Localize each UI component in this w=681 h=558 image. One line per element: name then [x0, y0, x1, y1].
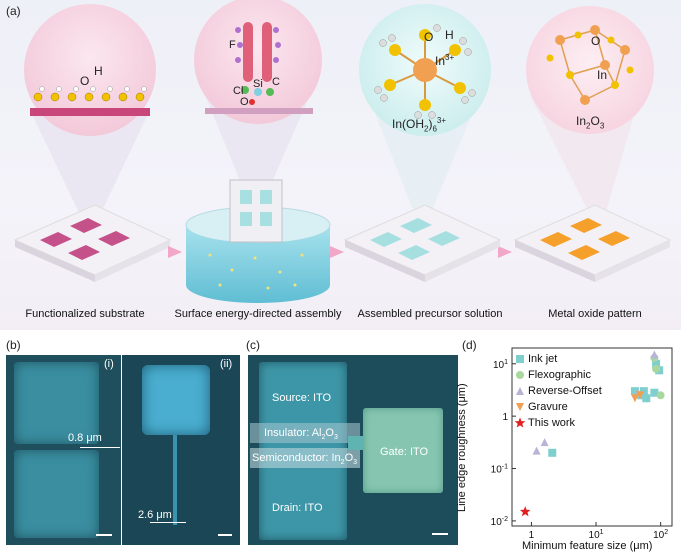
gate-connector — [348, 436, 364, 450]
point-reverse-offset — [532, 446, 541, 455]
schematic-drawing — [13, 0, 672, 303]
pad-bottom — [14, 450, 99, 538]
indium-atom — [413, 58, 437, 82]
bubble2-f: F — [229, 39, 236, 51]
substrate-1 — [13, 204, 172, 276]
point-reverse-offset — [540, 438, 549, 447]
point-ink-jet — [630, 387, 639, 396]
x-axis-label: Minimum feature size (μm) — [522, 540, 653, 552]
bubble1-o: O — [80, 74, 90, 88]
gate-electrode — [363, 408, 443, 493]
cone-2 — [205, 95, 310, 205]
insulator-label: Insulator: Al2O3 — [264, 427, 338, 442]
bubble-2 — [194, 0, 322, 124]
caption-precursor: Assembled precursor solution — [357, 308, 503, 320]
panel-label-a: (a) — [6, 4, 21, 18]
bubble3-o: O — [424, 30, 434, 44]
semiconductor-label: Semiconductor: In2O3 — [252, 452, 358, 467]
legend-flexographic: Flexographic — [528, 369, 591, 381]
substrate-layer-1 — [30, 108, 150, 116]
point-ink-jet — [639, 387, 648, 396]
bubble3-formula: In(OH2)63+ — [392, 116, 447, 134]
beaker-body — [186, 225, 330, 303]
legend-gravure: Gravure — [528, 401, 568, 413]
line-width-label: 2.6 μm — [138, 509, 172, 521]
y-tick-label: 1 — [502, 412, 508, 423]
point-this-work — [519, 506, 531, 517]
line-width-marker — [150, 522, 186, 523]
plot-frame — [511, 347, 673, 527]
bubble2-o: O — [240, 96, 249, 108]
y-axis-label: Line edge roughness (μm) — [456, 383, 468, 512]
panel-label-c: (c) — [246, 338, 260, 352]
point-ink-jet — [650, 388, 659, 397]
bubble2-cl: Cl — [233, 85, 244, 97]
point-gravure — [636, 391, 645, 400]
bubble3-h: H — [445, 28, 454, 42]
bubble3-in: In3+ — [435, 53, 455, 68]
semiconductor-strip — [250, 448, 360, 468]
source-label: Source: ITO — [272, 392, 332, 404]
y-tick-label: 10-1 — [491, 464, 508, 476]
thin-line — [173, 435, 177, 525]
bubble4-o: O — [591, 34, 601, 48]
caption-assembly: Surface energy-directed assembly — [174, 308, 342, 320]
substrate-4 — [513, 204, 672, 276]
x-tick-label: 102 — [653, 529, 668, 541]
bubble4-formula: In2O3 — [576, 114, 605, 131]
arrow-1 — [168, 246, 182, 258]
substrate-3 — [343, 204, 502, 276]
bubble1-h: H — [94, 64, 103, 78]
arrow-3 — [498, 246, 512, 258]
legend-reverse-offset: Reverse-Offset — [528, 385, 602, 397]
bubble2-c: C — [272, 76, 280, 88]
y-tick-label: 101 — [493, 359, 508, 371]
point-reverse-offset — [650, 350, 659, 359]
caption-metal-oxide: Metal oxide pattern — [548, 308, 642, 320]
point-ink-jet — [652, 359, 661, 368]
bubble2-si: Si — [253, 78, 263, 90]
pad-ii — [142, 365, 210, 435]
legend-marker-this-work — [514, 417, 526, 428]
caption-functionalized-substrate: Functionalized substrate — [25, 308, 145, 320]
substrate-layer-2 — [205, 108, 313, 114]
scale-bar-i — [96, 534, 112, 536]
point-flexographic — [656, 391, 665, 400]
point-gravure — [630, 394, 639, 403]
x-tick-label: 1 — [529, 530, 535, 541]
scale-bar-ii — [218, 534, 232, 536]
scale-bar-c — [432, 533, 448, 535]
legend-this-work: This work — [528, 417, 576, 429]
pad-top — [14, 362, 99, 444]
arrow-2 — [330, 246, 344, 258]
point-flexographic — [652, 364, 661, 373]
panel-label-d: (d) — [462, 338, 477, 352]
sub-label-i: (i) — [104, 358, 114, 370]
y-tick-label: 10-2 — [491, 516, 508, 528]
cone-1 — [30, 110, 150, 215]
gap-label: 0.8 μm — [68, 432, 102, 444]
legend-marker-gravure — [516, 403, 524, 411]
sub-label-ii: (ii) — [220, 358, 233, 370]
point-ink-jet — [642, 394, 651, 403]
panel-label-b: (b) — [6, 338, 21, 352]
dipping-substrate — [229, 179, 283, 243]
legend-marker-flexographic — [516, 371, 524, 379]
bubble4-in: In — [597, 68, 608, 82]
legend-marker-ink-jet — [516, 355, 524, 363]
drain-label: Drain: ITO — [272, 502, 323, 514]
gate-label: Gate: ITO — [380, 446, 429, 458]
legend-marker-reverse-offset — [516, 387, 524, 395]
legend-ink-jet: Ink jet — [528, 353, 558, 365]
gap-line — [80, 447, 120, 448]
point-ink-jet — [548, 448, 557, 457]
bubble-1 — [24, 4, 156, 136]
insulator-strip — [250, 423, 360, 443]
